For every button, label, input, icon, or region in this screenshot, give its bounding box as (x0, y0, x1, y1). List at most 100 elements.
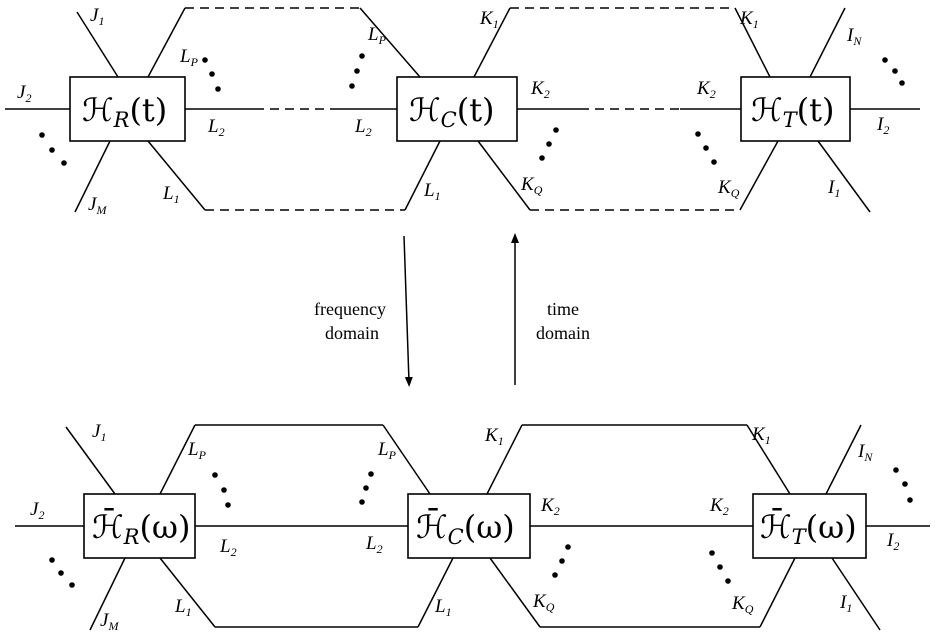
bottom-block-t-frame (752, 493, 867, 559)
top-block-t-label: ℋT(t) (751, 91, 834, 132)
bottom-dot (565, 544, 571, 550)
top-dot (703, 145, 709, 151)
bottom-block-t-label: ℋ̄T(ω) (760, 508, 857, 549)
top-dot (546, 141, 552, 147)
bottom-block-r: ℋ̄R(ω) (83, 493, 196, 559)
bottom-label-l2-c: L2 (365, 533, 383, 556)
frequency-domain-label: frequency domain (314, 299, 386, 343)
bottom-label-l1-r: L1 (174, 596, 192, 619)
bottom-label-l2-r: L2 (219, 536, 237, 559)
bottom-diagram: ℋ̄R(ω) ℋ̄C(ω) ℋ̄T(ω) (15, 421, 930, 633)
bottom-label-j1: J1 (92, 421, 106, 444)
top-block-t-frame (740, 76, 851, 142)
bottom-label-i2: I2 (886, 530, 899, 553)
bottom-c-line-l1 (417, 557, 454, 628)
bottom-r-line-jm (89, 557, 126, 631)
bottom-label-k1-t: K1 (751, 424, 771, 447)
bottom-label-kq-c: KQ (532, 591, 555, 614)
top-dot (695, 131, 701, 137)
bottom-block-c: ℋ̄C(ω) (407, 493, 531, 559)
top-dot (349, 83, 355, 89)
bottom-dot (559, 558, 565, 564)
bottom-dot (709, 550, 715, 556)
top-block-c-label: ℋC(t) (409, 91, 495, 132)
top-label-lp-c: LP (367, 24, 387, 47)
top-ellipsis-dots (39, 53, 905, 166)
time-domain-line2: domain (536, 323, 590, 343)
bottom-block-c-label: ℋ̄C(ω) (416, 508, 515, 549)
bottom-label-l1-c: L1 (434, 596, 452, 619)
top-label-i1: I1 (827, 177, 840, 200)
bottom-label-k2-t: K2 (709, 495, 729, 518)
bottom-block-t: ℋ̄T(ω) (752, 493, 867, 559)
bottom-c-line-k1 (486, 424, 523, 495)
bottom-label-k2-c: K2 (540, 495, 560, 518)
time-domain-line1: time (547, 299, 579, 319)
top-label-k2-t: K2 (696, 78, 716, 101)
frequency-domain-line1: frequency (314, 299, 386, 319)
top-dot (711, 159, 717, 165)
top-dot (49, 147, 55, 153)
bottom-dot (212, 472, 218, 478)
frequency-domain-line2: domain (325, 323, 379, 343)
top-dot (899, 80, 905, 86)
top-label-l2-r: L2 (207, 116, 225, 139)
top-block-t: ℋT(t) (740, 76, 851, 142)
top-block-r: ℋR(t) (69, 76, 186, 142)
bottom-t-line-in (825, 424, 862, 495)
top-t-line-kq (739, 140, 779, 211)
top-label-kq-c: KQ (520, 174, 543, 197)
bottom-r-line-l1 (159, 557, 216, 628)
domain-arrows: frequency domain time domain (314, 233, 590, 387)
top-c-line-l1 (404, 140, 441, 211)
top-label-in: IN (846, 25, 862, 48)
top-diagram: ℋR(t) ℋC(t) ℋT(t) (5, 5, 920, 217)
top-label-kq-t: KQ (717, 177, 740, 200)
top-c-line-lp (359, 7, 421, 78)
top-r-line-l1 (147, 140, 206, 211)
top-r-line-jm (74, 140, 111, 213)
top-dot (359, 53, 365, 59)
bottom-dot (902, 481, 908, 487)
bottom-dot (225, 502, 231, 508)
bottom-dot (363, 485, 369, 491)
top-c-line-k1 (473, 7, 511, 78)
top-label-j1: J1 (90, 5, 104, 28)
bottom-label-kq-t: KQ (731, 593, 754, 616)
top-c-line-kq (477, 140, 531, 211)
bottom-label-i1: I1 (839, 592, 852, 615)
bottom-t-line-kq (759, 557, 796, 628)
bottom-r-line-lp (159, 424, 196, 495)
bottom-dot (552, 572, 558, 578)
top-block-c: ℋC(t) (396, 76, 518, 142)
bottom-dot (58, 570, 64, 576)
time-domain-label: time domain (536, 299, 590, 343)
top-dot (209, 71, 215, 77)
bottom-label-lp-c: LP (377, 439, 397, 462)
top-dot (553, 127, 559, 133)
top-dot (892, 68, 898, 74)
bottom-dot (359, 499, 365, 505)
top-block-r-label: ℋR(t) (82, 91, 167, 132)
bottom-t-line-k1 (746, 424, 791, 495)
bottom-block-r-label: ℋ̄R(ω) (92, 508, 191, 549)
top-label-jm: JM (88, 194, 107, 217)
bottom-dot (69, 582, 75, 588)
top-label-k1-t: K1 (739, 8, 759, 31)
top-label-k1-c: K1 (479, 8, 499, 31)
bottom-block-c-frame (407, 493, 531, 559)
top-dot (354, 68, 360, 74)
top-label-i2: I2 (876, 114, 889, 137)
top-label-l1-r: L1 (162, 183, 180, 206)
top-dot (61, 160, 67, 166)
top-label-k2-c: K2 (530, 78, 550, 101)
top-label-l2-c: L2 (354, 116, 372, 139)
top-block-r-frame (69, 76, 186, 142)
bottom-label-in: IN (857, 441, 873, 464)
top-r-line-lp (147, 7, 186, 78)
bottom-dot (368, 471, 374, 477)
bottom-r-line-j1 (65, 426, 116, 495)
top-t-line-k1 (734, 7, 771, 78)
bottom-ellipsis-dots (49, 467, 913, 588)
